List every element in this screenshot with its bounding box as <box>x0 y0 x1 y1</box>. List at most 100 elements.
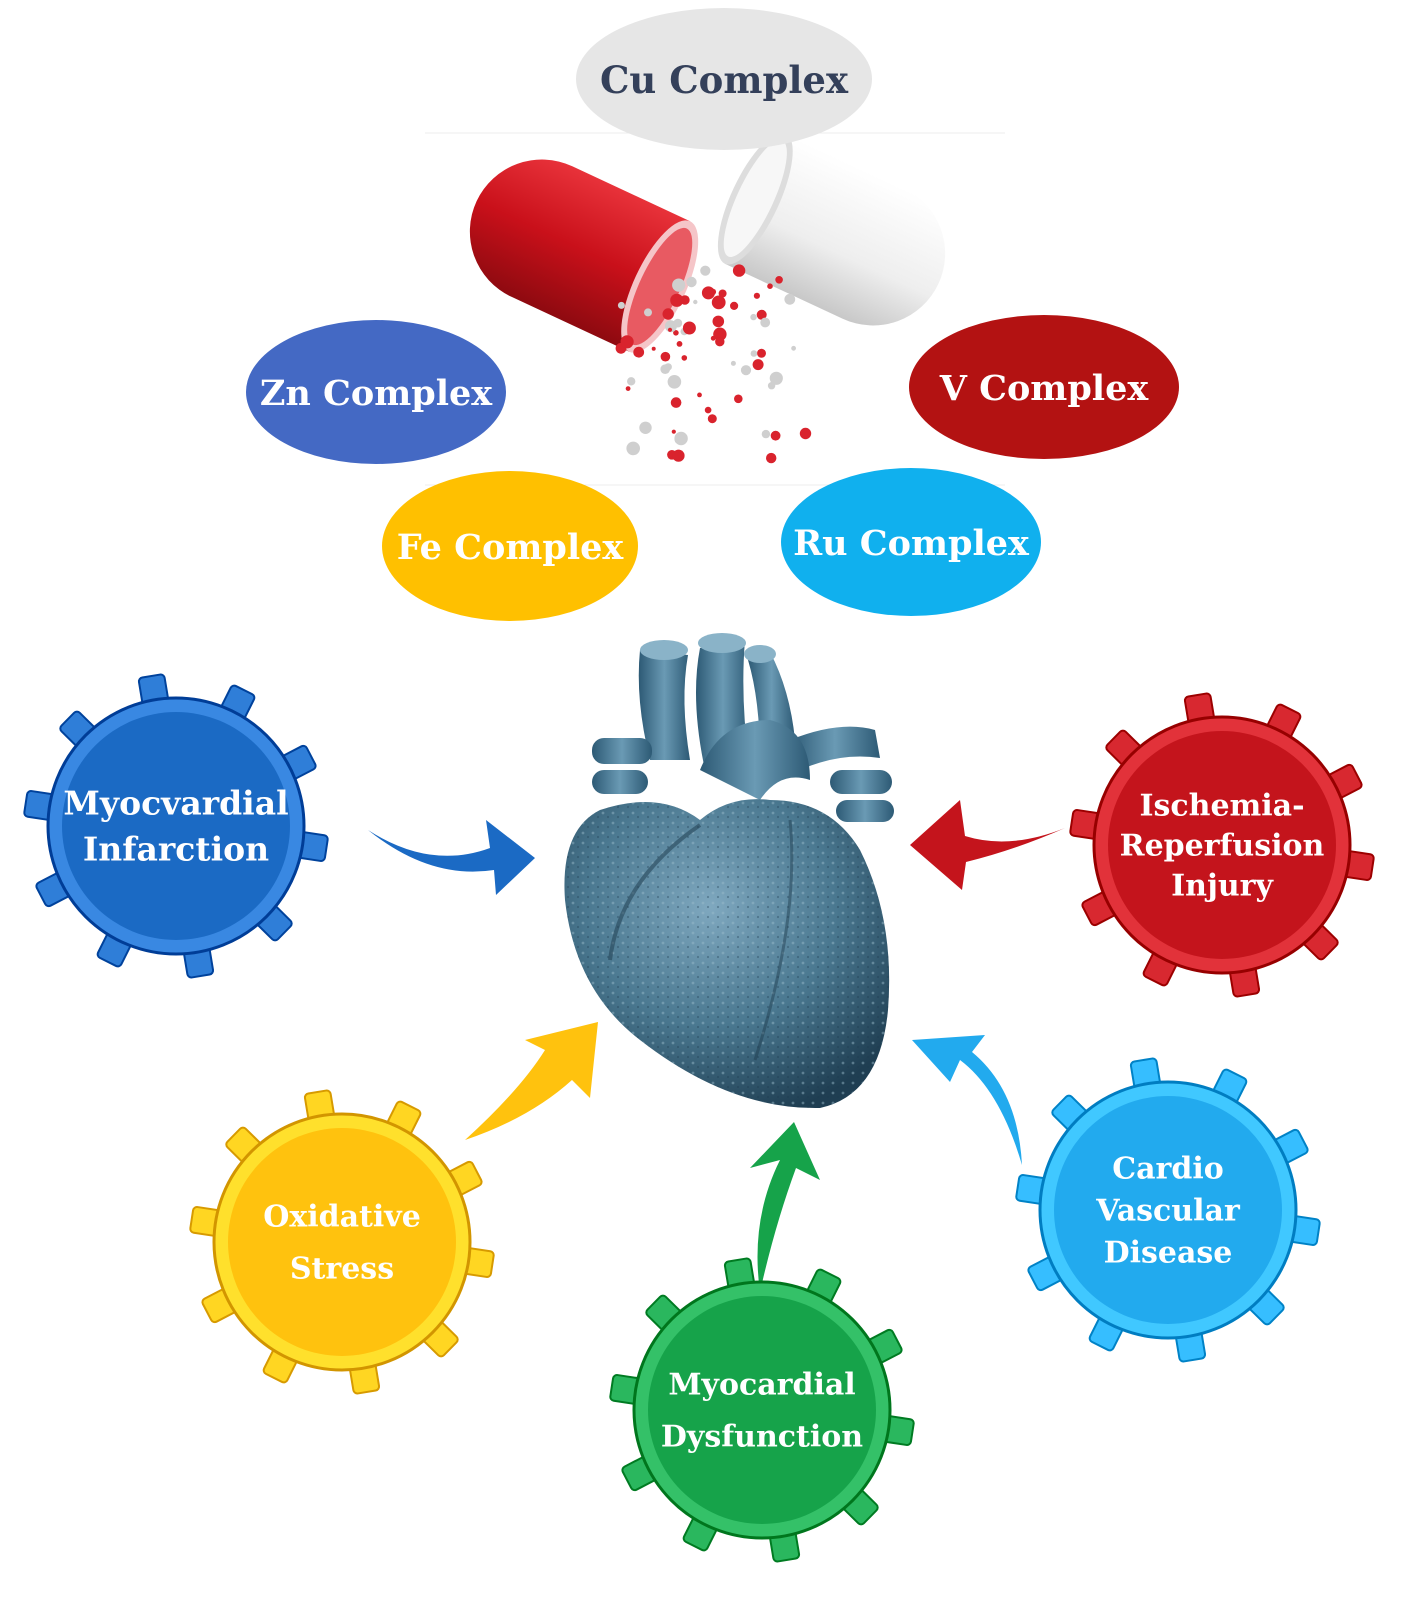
complex-fe-ellipse <box>382 471 638 621</box>
capsule-granule <box>660 364 670 375</box>
condition-cvd-label-line: Disease <box>1104 1236 1233 1271</box>
capsule-granule <box>639 421 652 434</box>
capsule-granule <box>672 278 686 292</box>
capsule-granule <box>674 431 688 446</box>
capsule-granule <box>707 414 717 424</box>
arrow-os <box>465 1022 598 1140</box>
capsule-granule <box>750 350 758 357</box>
condition-os-label-line: Stress <box>290 1252 394 1287</box>
capsule-granule <box>734 394 743 404</box>
capsule-granule <box>756 309 767 320</box>
condition-cvd-label-line: Cardio <box>1112 1152 1224 1187</box>
arrows <box>368 800 1065 1292</box>
capsule-granule <box>633 346 645 358</box>
condition-md-label-line: Dysfunction <box>661 1420 863 1455</box>
capsule-granule <box>799 427 812 440</box>
condition-iri-label-line: Injury <box>1171 869 1274 904</box>
capsule-granule <box>775 276 783 284</box>
capsule-granule <box>714 300 723 308</box>
complex-cu: Cu Complex <box>576 8 872 150</box>
capsule-icon <box>425 132 1005 486</box>
gear-face <box>228 1128 456 1356</box>
capsule-granule <box>670 397 682 408</box>
condition-md-label-line: Myocardial <box>668 1368 855 1403</box>
capsule-red-half <box>469 159 699 353</box>
capsule-granule <box>620 335 634 349</box>
capsule-granule <box>769 371 783 385</box>
capsule-granule <box>667 327 673 332</box>
capsule-granule <box>686 276 697 288</box>
complex-zn-label: Zn Complex <box>260 373 493 414</box>
gear-face <box>1054 1096 1282 1324</box>
gear-face <box>62 712 290 940</box>
capsule-granule <box>770 430 781 441</box>
arrow-cvd <box>912 1035 1022 1165</box>
capsule-granule <box>766 452 777 464</box>
capsule-granule <box>671 429 676 434</box>
capsule-granule <box>730 360 736 366</box>
capsule-granule <box>710 335 716 341</box>
complex-ru-ellipse <box>781 468 1041 616</box>
complex-ru: Ru Complex <box>781 468 1041 616</box>
complex-zn-ellipse <box>246 320 506 464</box>
complex-zn: Zn Complex <box>246 320 506 464</box>
complex-v: V Complex <box>909 315 1179 459</box>
capsule-granule <box>664 320 677 333</box>
capsule-granule <box>701 286 715 300</box>
capsule-granule <box>662 308 674 320</box>
capsule-granule <box>625 386 631 391</box>
condition-mi-label-line: Infarction <box>83 830 269 869</box>
capsule-granule <box>670 293 684 307</box>
capsule-granule <box>791 345 796 351</box>
capsule-granule <box>761 429 771 439</box>
arrow-iri <box>910 800 1065 890</box>
complex-v-label: V Complex <box>939 368 1150 409</box>
capsule-granule <box>697 392 702 398</box>
capsule-granule <box>732 264 746 277</box>
capsule-granule <box>715 337 725 347</box>
complex-ru-label: Ru Complex <box>793 523 1030 564</box>
condition-iri-label-line: Reperfusion <box>1120 829 1325 864</box>
capsule-granule <box>784 293 796 305</box>
capsule-granule <box>712 315 725 328</box>
capsule-granule <box>730 301 739 310</box>
capsule-granule <box>740 365 752 376</box>
condition-iri-label-line: Ischemia- <box>1139 789 1304 824</box>
capsule-granule <box>681 355 688 361</box>
capsule-granule <box>672 449 685 462</box>
capsule-granule <box>753 292 761 299</box>
capsule-granule <box>767 283 773 290</box>
complex-cu-label: Cu Complex <box>600 58 849 102</box>
gear-face <box>1108 731 1336 959</box>
capsule-granule <box>752 359 764 371</box>
heart-icon <box>564 633 894 1109</box>
arrow-mi <box>368 820 535 895</box>
capsule-granule <box>651 346 656 351</box>
capsule-granule <box>682 321 696 335</box>
capsule-granule <box>757 348 766 358</box>
capsule-granule <box>750 313 757 321</box>
condition-mi-label-line: Myocvardial <box>63 784 288 823</box>
gear-face <box>648 1296 876 1524</box>
capsule-granule <box>704 406 712 414</box>
capsule-granule <box>627 377 636 386</box>
capsule-granule <box>700 265 711 276</box>
complex-fe-label: Fe Complex <box>397 527 625 568</box>
capsule-granule <box>644 308 652 317</box>
condition-cvd-label-line: Vascular <box>1095 1194 1241 1229</box>
capsule-granule <box>673 330 679 336</box>
complex-cu-ellipse <box>576 8 872 150</box>
arrow-md <box>750 1122 820 1292</box>
capsule-granule <box>718 289 727 298</box>
capsule-granule <box>617 301 625 309</box>
capsule-granule <box>676 341 683 347</box>
capsule-granule <box>667 375 682 389</box>
complex-fe: Fe Complex <box>382 471 638 621</box>
condition-os-label-line: Oxidative <box>263 1200 421 1235</box>
capsule-granule <box>693 299 698 305</box>
